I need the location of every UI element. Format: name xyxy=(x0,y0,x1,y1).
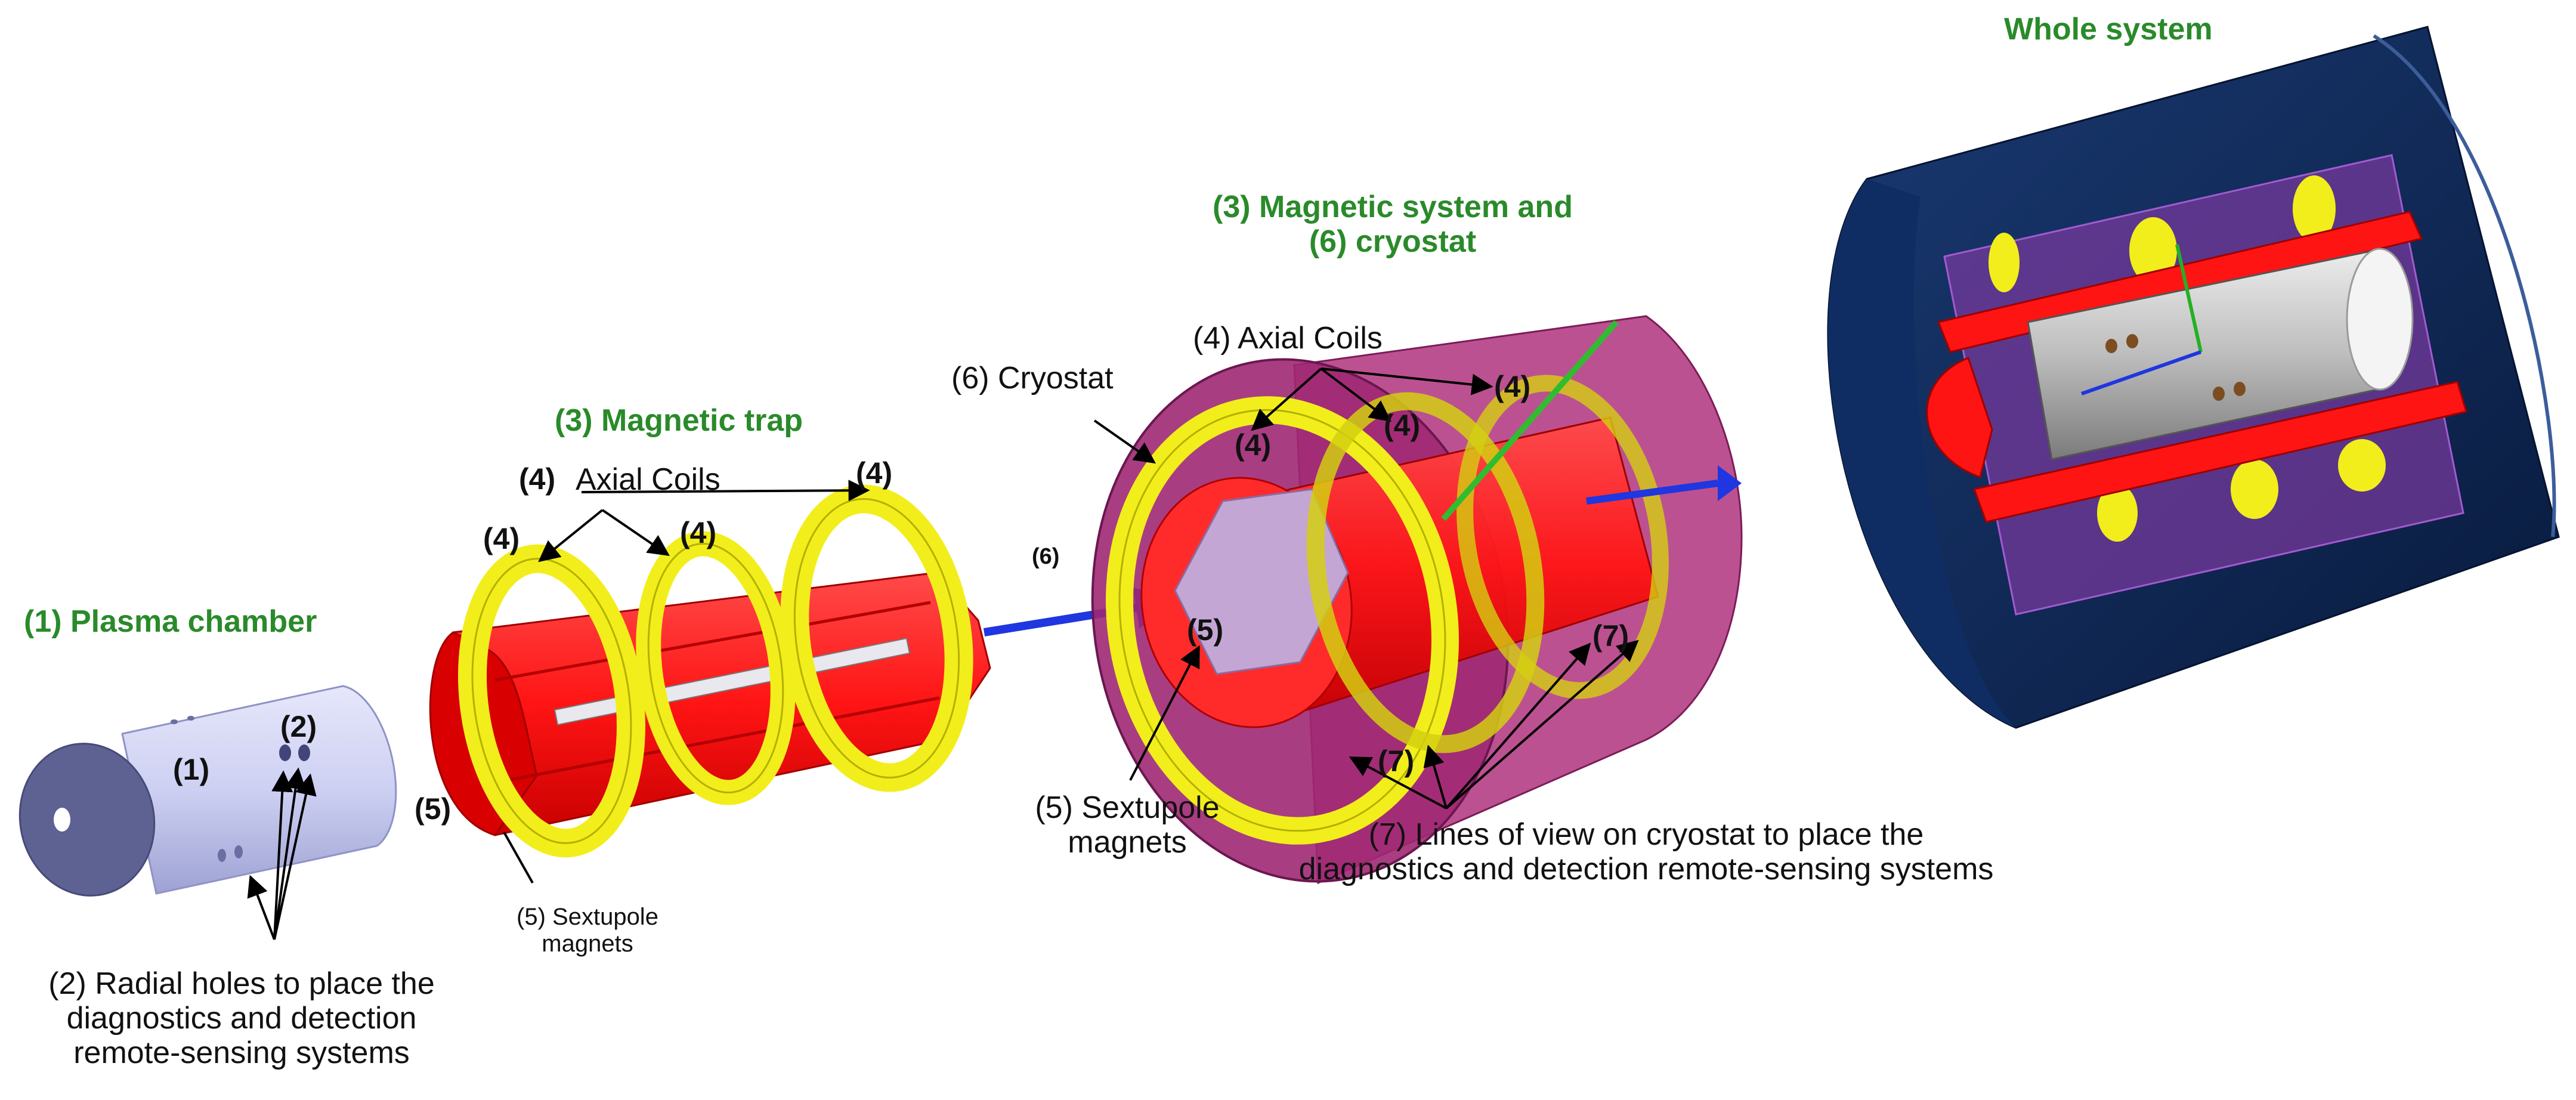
caption-radial-holes: (2) Radial holes to place the diagnostic… xyxy=(0,966,483,1071)
label-cryo-coil-n4-b: (4) xyxy=(1384,409,1421,442)
label-n2: (2) xyxy=(280,710,317,743)
label-n1: (1) xyxy=(173,753,210,786)
caption-sextupole-small: (5) Sextupole magnets xyxy=(480,904,695,957)
title-plasma-chamber: (1) Plasma chamber xyxy=(24,604,317,639)
title-magnetic-trap: (3) Magnetic trap xyxy=(555,403,803,438)
label-cryo-n5: (5) xyxy=(1187,613,1224,647)
title-magnetic-system-line1: (3) Magnetic system and xyxy=(1213,190,1573,224)
title-magnetic-system-line2: (6) cryostat xyxy=(1309,224,1477,259)
label-coil-left-n4: (4) xyxy=(483,522,520,555)
plasma-chamber-drawing xyxy=(18,685,397,897)
title-whole-system: Whole system xyxy=(2004,12,2213,47)
whole-system-drawing xyxy=(1827,26,2560,729)
caption-radial-holes-line2: diagnostics and detection xyxy=(66,1001,417,1036)
label-coil-middle-n4: (4) xyxy=(680,516,717,549)
magnetic-trap-drawing xyxy=(429,484,991,858)
caption-radial-holes-line3: remote-sensing systems xyxy=(73,1036,410,1071)
label-axial-coils: Axial Coils xyxy=(576,462,720,497)
leader-arrows xyxy=(247,367,1639,940)
caption-sextupole-line1: (5) Sextupole xyxy=(1035,790,1220,825)
title-magnetic-system: (3) Magnetic system and (6) cryostat xyxy=(1109,190,1676,259)
caption-sextupole-small-line2: magnets xyxy=(542,930,633,957)
label-cryo-coil-n4-a: (4) xyxy=(1235,428,1272,462)
label-cryostat-n6: (6) xyxy=(1032,544,1060,569)
label-coil-right-n4: (4) xyxy=(856,456,893,490)
caption-lines-of-view: (7) Lines of view on cryostat to place t… xyxy=(1241,817,2052,886)
label-cryo-n7-b: (7) xyxy=(1592,619,1629,653)
label-cryo-coil-n4-c: (4) xyxy=(1494,370,1531,403)
label-trap-n5: (5) xyxy=(415,792,452,826)
label-cryo-n7-a: (7) xyxy=(1378,744,1415,778)
label-axial-coils-full: (4) Axial Coils xyxy=(1193,321,1383,356)
cryostat-drawing xyxy=(1091,315,1743,885)
caption-sextupole: (5) Sextupole magnets xyxy=(990,790,1264,860)
caption-lines-of-view-line2: diagnostics and detection remote-sensing… xyxy=(1298,852,1994,887)
label-axial-coil-n4: (4) xyxy=(519,462,556,496)
caption-sextupole-line2: magnets xyxy=(1068,825,1187,860)
label-cryostat: (6) Cryostat xyxy=(951,361,1114,395)
caption-sextupole-small-line1: (5) Sextupole xyxy=(517,904,658,930)
caption-radial-holes-line1: (2) Radial holes to place the xyxy=(48,966,435,1001)
caption-lines-of-view-line1: (7) Lines of view on cryostat to place t… xyxy=(1368,817,1924,852)
